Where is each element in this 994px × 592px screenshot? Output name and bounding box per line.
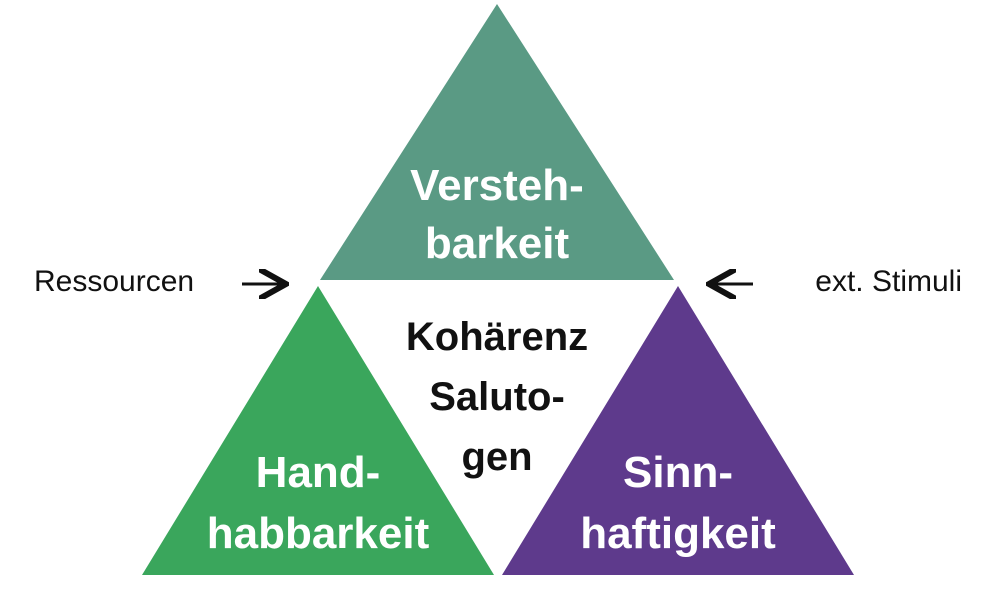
right-label-line2: haftigkeit <box>580 509 776 558</box>
left-label-line1: Hand- <box>256 448 381 497</box>
right-triangle <box>502 286 854 575</box>
center-label-line1: Kohärenz <box>406 315 588 359</box>
top-label-line1: Versteh- <box>410 161 584 210</box>
center-label-line3: gen <box>461 435 532 479</box>
right-label-line1: Sinn- <box>623 448 733 497</box>
left-label-line2: habbarkeit <box>207 509 430 558</box>
left-triangle <box>142 286 494 575</box>
top-triangle <box>320 4 674 280</box>
input-label-right: ext. Stimuli <box>815 265 962 298</box>
center-label-line2: Saluto- <box>429 375 565 419</box>
top-label-line2: barkeit <box>425 219 570 268</box>
input-label-left: Ressourcen <box>34 265 194 298</box>
